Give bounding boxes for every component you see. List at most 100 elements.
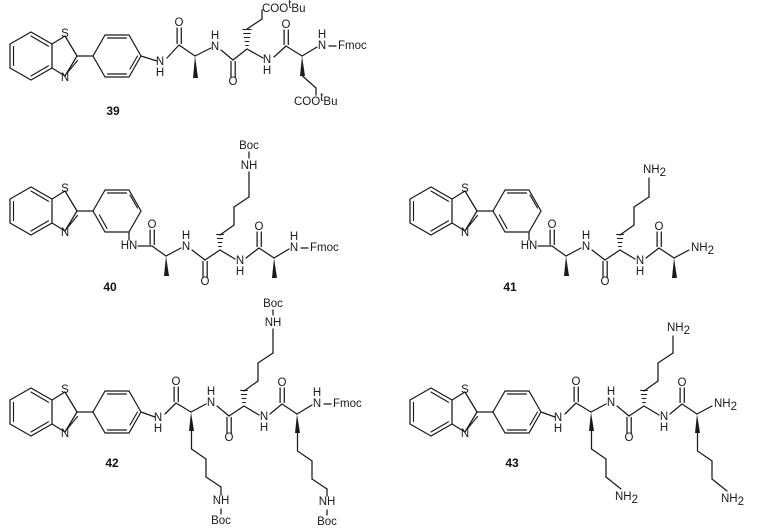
carbonyl-o-39-1: O xyxy=(175,17,184,29)
amide-h-43-1: H xyxy=(554,423,562,435)
fmoc-h-42: H xyxy=(313,387,321,399)
boc-label-40: Boc xyxy=(239,140,259,152)
amide-n-40-2: N xyxy=(182,241,190,253)
nitrogen-label-42: N xyxy=(61,428,69,440)
fmoc-n-42: N xyxy=(313,398,321,410)
terminal-amine-41: NH2 xyxy=(691,242,714,257)
terminal-amine-43: NH2 xyxy=(714,398,737,413)
compound-40: S N HN O N H O xyxy=(9,140,339,294)
amide-n-43-3: N xyxy=(660,411,668,423)
compound-label-42: 42 xyxy=(105,456,119,470)
side-amine-41: NH2 xyxy=(643,164,666,179)
boc-label-42-2: Boc xyxy=(263,298,283,310)
amide-h-40-2: H xyxy=(182,230,190,242)
carbonyl-o-39-2: O xyxy=(229,76,238,88)
benzothiazole-40: S N xyxy=(9,183,94,239)
phenyl-ring-42 xyxy=(92,390,142,434)
compound-43: S N N H O NH2 N H O xyxy=(409,322,744,508)
carbonyl-o-42-1: O xyxy=(172,376,181,388)
sulfur-label-42: S xyxy=(61,384,69,396)
carbonyl-o-42-2: O xyxy=(225,432,234,444)
amide-n-40-3: N xyxy=(236,255,244,267)
side-nh-42-2: NH xyxy=(265,317,282,329)
compound-39: S N N H O N H O xyxy=(9,0,367,118)
side-nh-42-3: NH xyxy=(319,496,336,508)
amide-n-41-2: N xyxy=(582,241,590,253)
amide-h-39-2: H xyxy=(211,30,219,42)
nitrogen-label-40: N xyxy=(61,227,69,239)
compound-label-39: 39 xyxy=(106,104,120,118)
amide-n-42-3: N xyxy=(260,411,268,423)
side-amine-43-3: NH2 xyxy=(721,493,744,508)
carbonyl-o-43-1: O xyxy=(572,376,581,388)
compound-label-41: 41 xyxy=(503,280,517,294)
carbonyl-o-40-3: O xyxy=(255,221,264,233)
benzothiazole-41: S N xyxy=(409,183,494,239)
compound-41: S N HN O N H O xyxy=(409,164,714,294)
benzothiazole-39: S N xyxy=(9,28,94,84)
compound-label-40: 40 xyxy=(103,280,117,294)
phenyl-ring-39 xyxy=(92,34,142,78)
amide-h-40-3: H xyxy=(236,266,244,278)
fmoc-label-39: Fmoc xyxy=(338,40,367,52)
amide-h-42-1: H xyxy=(154,423,162,435)
side-amine-43-1: NH2 xyxy=(615,491,638,506)
benzothiazole-43: S N xyxy=(409,384,494,440)
carbonyl-o-41-3: O xyxy=(655,221,664,233)
side-nh-40: NH xyxy=(241,160,258,172)
amide-h-41-2: H xyxy=(582,230,590,242)
amide-n-43-1: N xyxy=(554,412,562,424)
hash-bond-41-1 xyxy=(616,233,624,248)
carbonyl-o-43-3: O xyxy=(678,377,687,389)
nitrogen-label-39: N xyxy=(61,72,69,84)
carbonyl-o-39-3: O xyxy=(282,19,291,31)
amide-h-43-3: H xyxy=(660,422,668,434)
side-amine-43-2: NH2 xyxy=(667,322,690,337)
amide-n-39-2: N xyxy=(211,41,219,53)
hash-bond-40-1 xyxy=(216,233,224,248)
nitrogen-label-41: N xyxy=(461,227,469,239)
phenyl-ring-40 xyxy=(92,189,142,233)
hash-bond-43-2 xyxy=(640,389,648,404)
hash-bond-39-1 xyxy=(242,28,252,47)
phenyl-ring-41 xyxy=(492,189,542,233)
sulfur-label-43: S xyxy=(461,384,469,396)
amide-n-41-3: N xyxy=(636,255,644,267)
ester-39-1: COOtBu xyxy=(262,0,305,15)
fmoc-h-40: H xyxy=(290,231,298,243)
benzothiazole-42: S N xyxy=(9,384,94,440)
fmoc-h-39: H xyxy=(318,29,326,41)
sulfur-label-39: S xyxy=(61,28,69,40)
amide-n-39-1: N xyxy=(156,56,164,68)
carbonyl-o-42-3: O xyxy=(278,377,287,389)
boc-label-42-3: Boc xyxy=(317,516,337,528)
amide-h-42-2: H xyxy=(207,386,215,398)
amide-n-43-2: N xyxy=(607,397,615,409)
compound-42: S N N H O NH Boc N H xyxy=(9,298,362,528)
carbonyl-o-40-2: O xyxy=(201,276,210,288)
fmoc-n-40: N xyxy=(290,242,298,254)
boc-label-42-1: Boc xyxy=(211,515,231,527)
hash-bond-42-2 xyxy=(240,389,248,404)
amide-h-41-3: H xyxy=(636,266,644,278)
amide-h-39-3: H xyxy=(263,65,271,77)
amide-n-42-1: N xyxy=(154,412,162,424)
compound-label-43: 43 xyxy=(505,456,519,470)
sulfur-label-40: S xyxy=(61,183,69,195)
carbonyl-o-41-1: O xyxy=(548,219,557,231)
anilide-hn-41: HN xyxy=(521,240,538,252)
side-nh-42-1: NH xyxy=(213,495,230,507)
sulfur-label-41: S xyxy=(461,183,469,195)
amide-n-39-3: N xyxy=(263,54,271,66)
carbonyl-o-40-1: O xyxy=(148,219,157,231)
phenyl-ring-43 xyxy=(492,390,542,434)
amide-h-42-3: H xyxy=(260,422,268,434)
nitrogen-label-43: N xyxy=(461,428,469,440)
fmoc-n-39: N xyxy=(318,40,326,52)
ester-39-2: COOtBu xyxy=(294,92,337,108)
fmoc-label-40: Fmoc xyxy=(310,242,339,254)
anilide-hn-40: HN xyxy=(121,240,138,252)
amide-n-42-2: N xyxy=(207,397,215,409)
